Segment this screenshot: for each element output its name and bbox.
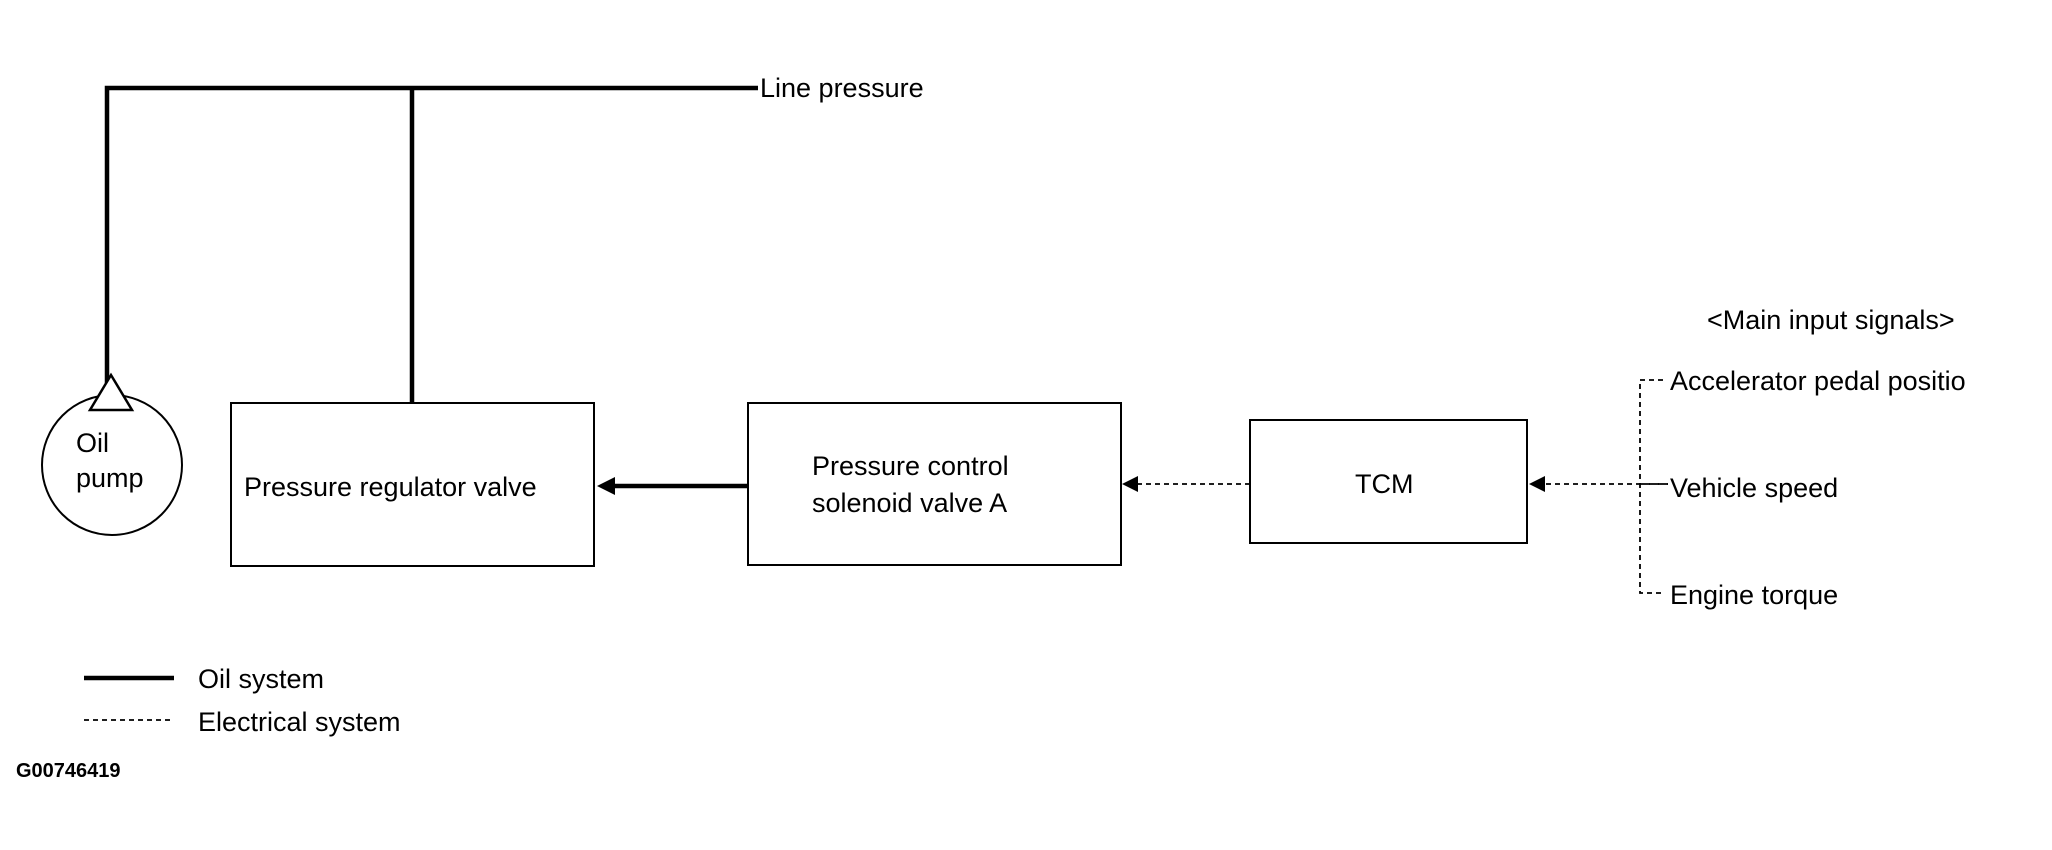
legend-oil-system-label: Oil system [198, 664, 324, 694]
oil-pump-triangle-icon [87, 372, 135, 412]
legend-electrical-system-label: Electrical system [198, 707, 401, 737]
pressure-regulator-valve-label: Pressure regulator valve [244, 472, 537, 502]
vehicle-speed-label: Vehicle speed [1670, 473, 1838, 503]
engine-torque-label: Engine torque [1670, 580, 1838, 610]
oil-pump-label-line1: Oil [76, 428, 109, 458]
electrical-arrowhead-icon-2 [1529, 476, 1545, 492]
pcsv-label-line2: solenoid valve A [812, 488, 1007, 518]
input-signals-bracket [1639, 379, 1663, 594]
pressure-regulator-valve-box [230, 402, 595, 567]
electrical-arrowhead-icon-1 [1122, 476, 1138, 492]
line-pressure-main-line [104, 85, 758, 383]
tcm-box [1249, 419, 1528, 544]
pcsv-label-line1: Pressure control [812, 451, 1009, 481]
oil-pump-label-line2: pump [76, 463, 144, 493]
accelerator-pedal-position-label: Accelerator pedal positio [1670, 366, 1966, 396]
tcm-label: TCM [1355, 469, 1413, 499]
oil-arrowhead-icon [597, 477, 615, 495]
line-pressure-label: Line pressure [760, 73, 924, 103]
figure-id: G00746419 [16, 760, 121, 782]
pressure-control-solenoid-valve-box [747, 402, 1122, 566]
main-input-signals-heading: <Main input signals> [1707, 305, 1955, 335]
